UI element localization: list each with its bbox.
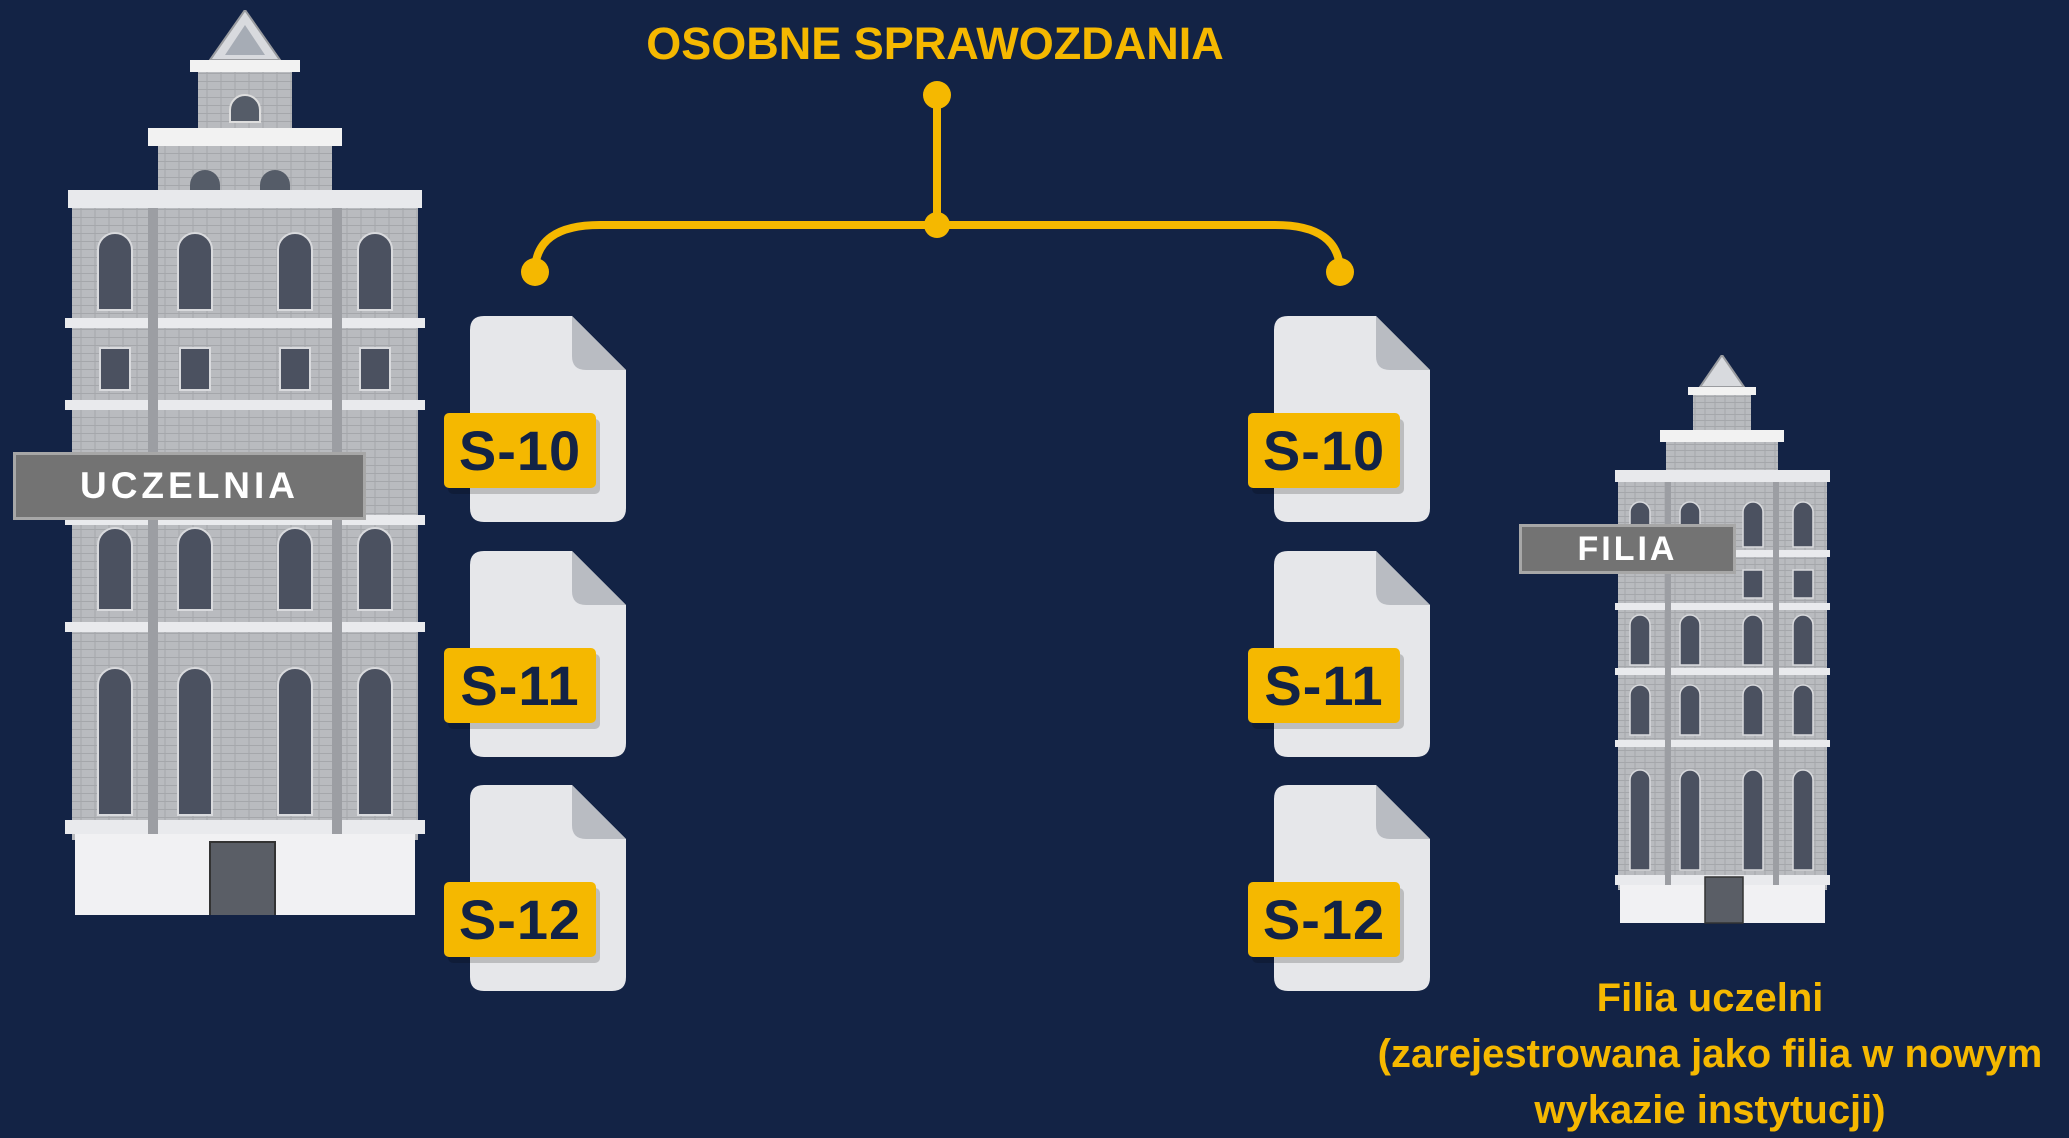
university-building — [60, 8, 430, 920]
document-s11-left: S-11 — [444, 551, 630, 757]
caption-line-1: Filia uczelni — [1596, 976, 1824, 1020]
document-label: S-12 — [1248, 882, 1400, 957]
university-sign-label: UCZELNIA — [79, 465, 300, 506]
document-s11-right: S-11 — [1248, 551, 1434, 757]
branch-sign-label: FILIA — [1577, 529, 1678, 568]
caption-line-2: (zarejestrowana jako filia w nowym — [1377, 1032, 2043, 1076]
caption-line-3: wykazie instytucji) — [1534, 1088, 1886, 1132]
document-s12-right: S-12 — [1248, 785, 1434, 991]
branch-building — [1610, 353, 1835, 925]
branch-building-icon — [1615, 353, 1830, 924]
university-sign: UCZELNIA — [13, 452, 366, 520]
document-label: S-10 — [444, 413, 596, 488]
branch-caption: Filia uczelni (zarejestrowana jako filia… — [1320, 970, 2069, 1138]
document-label: S-11 — [444, 648, 596, 723]
university-building-icon — [65, 8, 425, 920]
document-s10-right: S-10 — [1248, 316, 1434, 522]
diagram-title: OSOBNE SPRAWOZDANIA — [646, 18, 1224, 69]
document-label: S-11 — [1248, 648, 1400, 723]
document-label: S-10 — [1248, 413, 1400, 488]
document-label: S-12 — [444, 882, 596, 957]
document-s10-left: S-10 — [444, 316, 630, 522]
document-s12-left: S-12 — [444, 785, 630, 991]
branch-sign: FILIA — [1519, 524, 1736, 574]
